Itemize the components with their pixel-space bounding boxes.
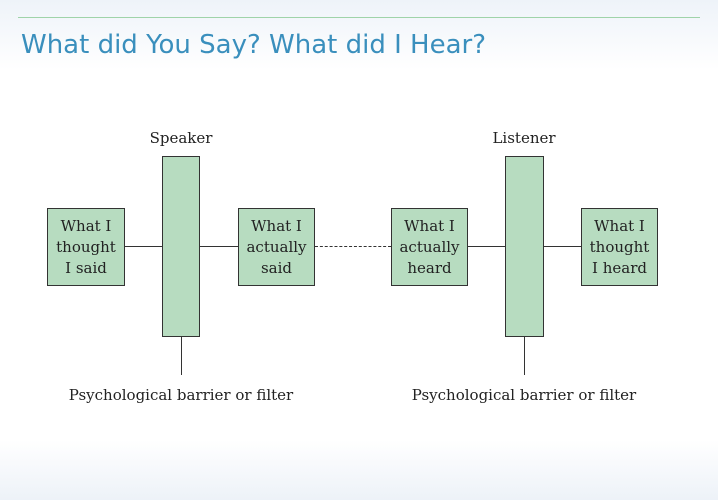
box-text: What I actually heard [399, 216, 460, 277]
connector-barrier-to-thought [543, 246, 581, 247]
box-text: What I thought I heard [589, 216, 650, 277]
box-what-i-actually-heard: What I actually heard [391, 208, 468, 286]
listener-label: Listener [492, 129, 556, 147]
connector-thought-to-barrier [125, 246, 162, 247]
speaker-barrier [162, 156, 200, 337]
title-divider [18, 17, 700, 18]
box-what-i-thought-i-said: What I thought I said [47, 208, 125, 286]
connector-heard-to-barrier [468, 246, 505, 247]
listener-barrier [505, 156, 544, 337]
connector-barrier-to-said [199, 246, 238, 247]
box-text: What I actually said [246, 216, 307, 277]
box-what-i-thought-i-heard: What I thought I heard [581, 208, 658, 286]
transmission-dashed-line [315, 246, 391, 247]
barrier-caption-speaker: Psychological barrier or filter [68, 386, 294, 404]
speaker-barrier-pointer [181, 337, 182, 375]
speaker-label: Speaker [149, 129, 213, 147]
listener-barrier-pointer [524, 337, 525, 375]
box-what-i-actually-said: What I actually said [238, 208, 315, 286]
box-text: What I thought I said [56, 216, 116, 277]
barrier-caption-listener: Psychological barrier or filter [411, 386, 637, 404]
slide-title: What did You Say? What did I Hear? [21, 30, 487, 60]
